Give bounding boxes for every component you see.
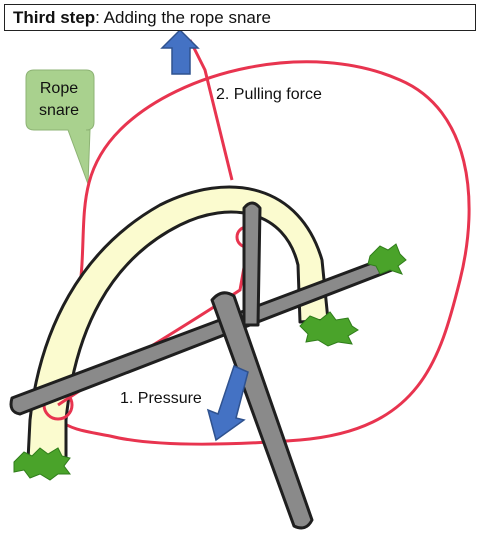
rope-snare-label-text: Rope snare: [38, 80, 80, 119]
step-title-bold: Third step: [13, 8, 96, 27]
rope-snare-callout-bubble: [25, 69, 95, 185]
grass-tuft-right: [367, 243, 407, 275]
pulling-force-arrow: [160, 28, 200, 75]
pulling-force-label: 2. Pulling force: [216, 86, 322, 103]
pressure-label: 1. Pressure: [118, 390, 204, 408]
bent-stick-outline: [26, 185, 330, 462]
rope-pull-line: [188, 39, 234, 181]
pressure-arrow: [206, 364, 249, 442]
trigger-stick: [242, 201, 262, 327]
horizontal-stick: [9, 256, 394, 416]
rope-snare-callout-label: Rope snare: [26, 70, 92, 130]
diagonal-stick: [210, 291, 314, 530]
rope-snare-loop: [51, 60, 471, 446]
grass-tuft-bottom-left: [13, 447, 71, 481]
grass-tuft-middle-right: [299, 311, 359, 347]
step-title-rest: : Adding the rope snare: [95, 8, 271, 27]
step-title: Third step: Adding the rope snare: [4, 4, 476, 31]
